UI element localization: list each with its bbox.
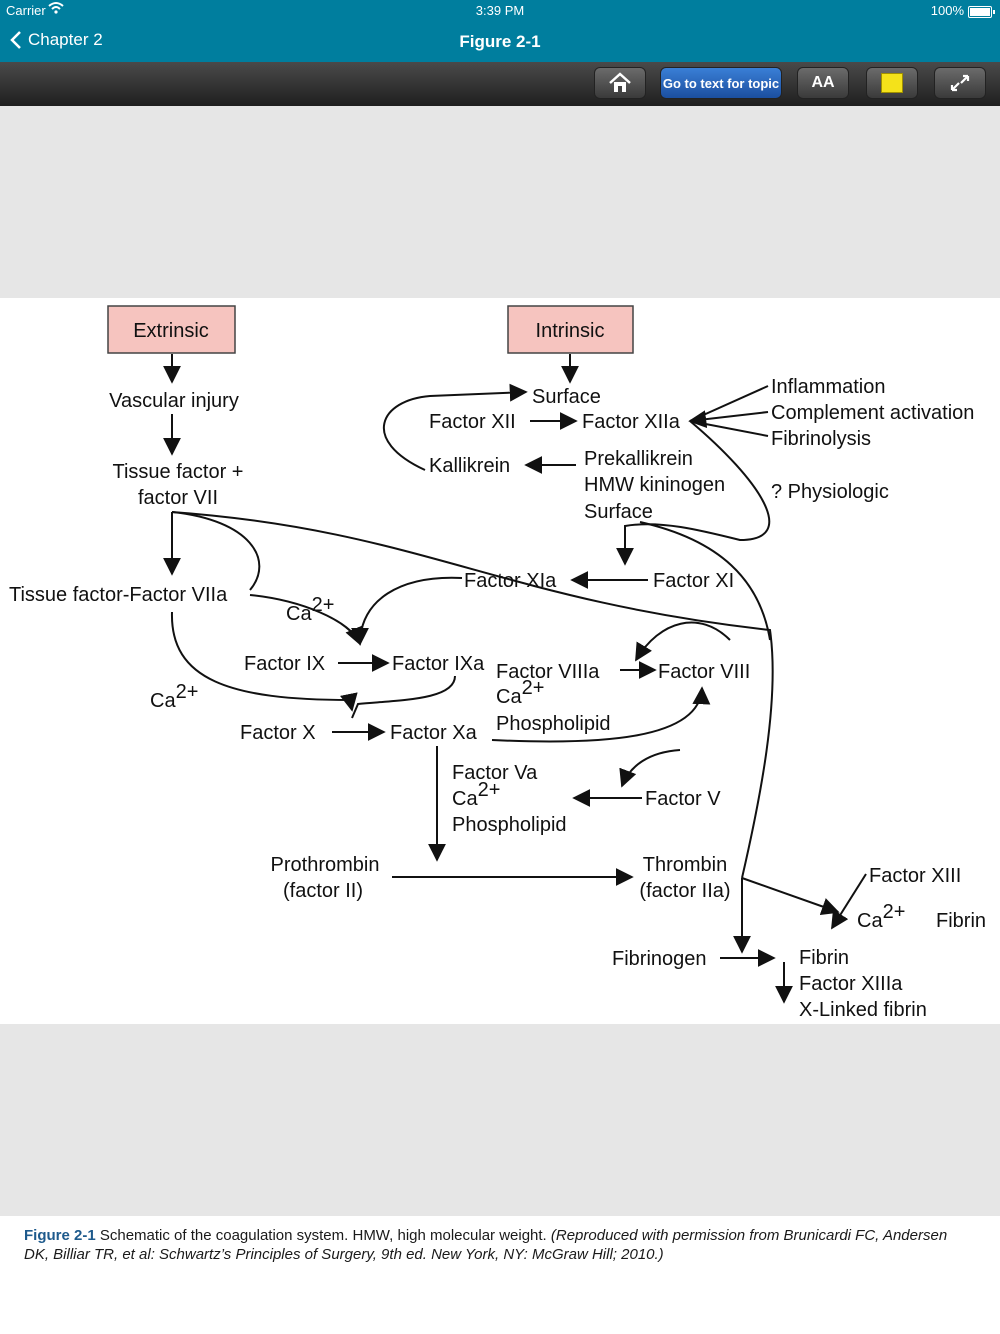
thrombin-label: Thrombin [643, 854, 727, 876]
ca-label-1: Ca2+ [286, 594, 334, 625]
complement-label: Complement activation [771, 402, 974, 424]
status-time: 3:39 PM [475, 3, 525, 18]
back-button[interactable]: Chapter 2 [10, 30, 103, 50]
x-linked-fibrin-label: X-Linked fibrin [799, 999, 927, 1021]
factor-x-label: Factor X [240, 722, 316, 744]
factor-xi-label: Factor XI [653, 570, 734, 592]
note-button[interactable] [866, 67, 918, 99]
fibrin-label: Fibrin [799, 947, 849, 969]
phospholipid-label-1: Phospholipid [496, 713, 611, 735]
surface-label: Surface [532, 386, 601, 408]
factor-viiia-label: Factor VIIIa [496, 661, 600, 683]
caption-label: Figure 2-1 [24, 1227, 96, 1244]
caption-text: Schematic of the coagulation system. HMW… [95, 1227, 551, 1244]
ca-label-4: Ca2+ [452, 779, 500, 810]
surface2-label: Surface [584, 501, 653, 523]
kallikrein-label: Kallikrein [429, 455, 510, 477]
fibrin-right-label: Fibrin [936, 910, 986, 932]
figure-image[interactable]: Extrinsic Intrinsic Vascular injury Tiss… [0, 298, 1000, 1024]
phospholipid-label-2: Phospholipid [452, 814, 567, 836]
note-icon [881, 73, 903, 93]
home-icon [609, 72, 631, 92]
physiologic-label: ? Physiologic [771, 481, 889, 503]
coagulation-diagram: Extrinsic Intrinsic Vascular injury Tiss… [9, 305, 986, 1021]
top-margin [0, 106, 1000, 298]
bottom-margin [0, 1024, 1000, 1216]
inflammation-label: Inflammation [771, 376, 886, 398]
factor-iia-label: (factor IIa) [639, 880, 730, 902]
vascular-injury-label: Vascular injury [109, 390, 239, 412]
factor-xiiia-label: Factor XIIIa [799, 973, 903, 995]
ca-label-3: Ca2+ [150, 681, 198, 712]
battery-percent: 100% [930, 3, 964, 18]
hmw-kininogen-label: HMW kininogen [584, 474, 725, 496]
figure-caption: Figure 2-1 Schematic of the coagulation … [24, 1226, 974, 1264]
expand-button[interactable] [934, 67, 986, 99]
ca-label-5: Ca2+ [857, 901, 905, 932]
factor-viii-label: Factor VIII [658, 661, 750, 683]
factor-ixa-label: Factor IXa [392, 653, 485, 675]
factor-xiia-label: Factor XIIa [582, 411, 681, 433]
font-size-icon: AA [811, 74, 835, 91]
back-label: Chapter 2 [28, 30, 103, 49]
toolbar: Go to text for topic AA [0, 62, 1000, 106]
page-title: Figure 2-1 [459, 32, 541, 51]
font-size-button[interactable]: AA [797, 67, 849, 99]
factor-ii-label: (factor II) [283, 880, 363, 902]
factor-xii-label: Factor XII [429, 411, 516, 433]
factor-v-label: Factor V [645, 788, 721, 810]
fibrinogen-label: Fibrinogen [612, 948, 707, 970]
factor-xa-label: Factor Xa [390, 722, 478, 744]
caption-credit: (Reproduced with permission from Brunica… [24, 1227, 948, 1263]
expand-icon [950, 74, 970, 92]
ca-label-2: Ca2+ [496, 677, 544, 708]
tissue-factor-label: Tissue factor + [113, 461, 244, 483]
factor-xiii-label: Factor XIII [869, 865, 961, 887]
chevron-left-icon [10, 31, 21, 49]
factor-vii-label: factor VII [138, 487, 218, 509]
factor-va-label: Factor Va [452, 762, 538, 784]
battery-icon [968, 6, 995, 18]
prothrombin-label: Prothrombin [271, 854, 380, 876]
intrinsic-label: Intrinsic [536, 320, 605, 342]
prekallikrein-label: Prekallikrein [584, 448, 693, 470]
factor-xia-label: Factor XIa [464, 570, 557, 592]
factor-ix-label: Factor IX [244, 653, 325, 675]
carrier-label: Carrier [6, 3, 46, 18]
wifi-icon [48, 1, 64, 18]
nav-bar: Chapter 2 Figure 2-1 [0, 22, 1000, 62]
home-button[interactable] [594, 67, 646, 99]
status-bar: Carrier 3:39 PM 100% [0, 0, 1000, 22]
fibrinolysis-label: Fibrinolysis [771, 428, 871, 450]
tf-viia-label: Tissue factor-Factor VIIa [9, 584, 228, 606]
extrinsic-label: Extrinsic [133, 320, 209, 342]
go-to-text-button[interactable]: Go to text for topic [660, 67, 782, 99]
